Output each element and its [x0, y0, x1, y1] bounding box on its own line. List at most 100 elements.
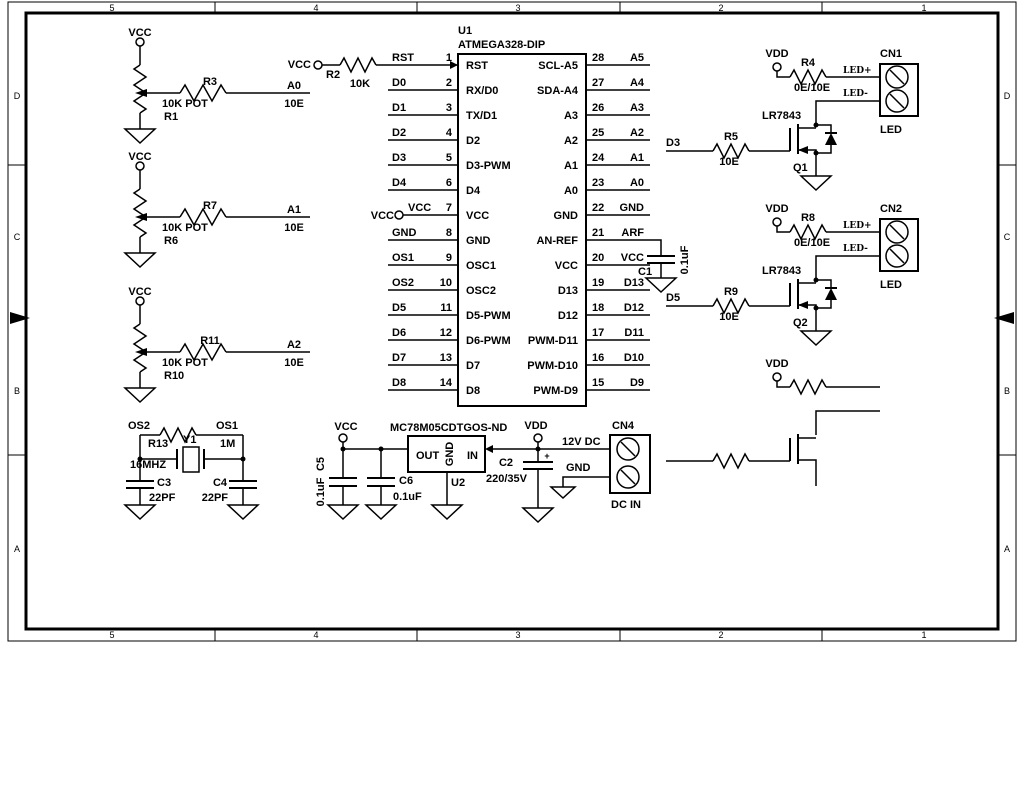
resistor-value: 1M: [220, 438, 235, 450]
screw-terminal-icon: [885, 65, 909, 89]
regulator-part: MC78M05CDTGOS-ND: [390, 422, 507, 434]
pin-number: 15: [592, 377, 604, 389]
capacitor-symbol: [329, 477, 395, 487]
pin-name: TX/D1: [466, 110, 497, 122]
pin-name: RST: [466, 60, 488, 72]
pin-number: 23: [592, 177, 604, 189]
pin-name: D5-PWM: [466, 310, 511, 322]
net-label: D5: [666, 292, 680, 304]
resistor-ref: R4: [801, 57, 816, 69]
vdd-terminal-icon: [772, 62, 782, 72]
grid-label: 4: [313, 3, 318, 13]
capacitor-symbol: [523, 461, 553, 470]
net-label: D9: [630, 377, 644, 389]
grid-label: 5: [109, 3, 114, 13]
capacitor-ref: C3: [157, 477, 171, 489]
ground-icon: [644, 277, 678, 294]
pin-number: 19: [592, 277, 604, 289]
vcc-terminal-icon: [135, 161, 145, 171]
net-label: A5: [630, 52, 644, 64]
screw-terminal-icon: [616, 437, 640, 461]
screw-slot: [620, 441, 636, 485]
pin-name: A0: [564, 185, 578, 197]
grid-label: A: [14, 544, 20, 554]
resistor-symbol: [159, 426, 197, 444]
pin-number: 1: [446, 52, 452, 64]
junction-dot: [813, 150, 819, 156]
capacitor-ref: C2: [499, 457, 513, 469]
connector-ref: CN1: [880, 48, 902, 60]
pin-number: 12: [440, 327, 452, 339]
wire: [139, 305, 310, 388]
regulator-out-pin: OUT: [416, 450, 440, 462]
net-label: D12: [624, 302, 644, 314]
frame-center-arrow-right: [994, 312, 1014, 324]
net-label: D1: [392, 102, 406, 114]
ground-icon: [123, 128, 157, 145]
grid-label: 4: [313, 630, 318, 640]
pin-name: VCC: [466, 210, 489, 222]
resistor-ref: R11: [200, 335, 220, 347]
grid-label: D: [1004, 91, 1011, 101]
frame-ticks: [8, 2, 1016, 641]
junction-dot: [137, 456, 143, 462]
mosfet-part: LR7843: [762, 110, 801, 122]
crystal-symbol: [182, 446, 200, 473]
resistor-ref: R8: [801, 212, 815, 224]
net-label: OS1: [392, 252, 414, 264]
drawing-frame: 5 4 3 2 1 5 4 3 2 1 D C B A D C B A: [7, 1, 1017, 642]
vdd-terminal-icon: [533, 433, 543, 443]
connector-body: [879, 218, 919, 272]
frame-inner-border: [24, 11, 1000, 631]
led-minus-label: LED-: [843, 89, 868, 99]
mosfet-arrow-icon: [798, 146, 808, 154]
grid-label: A: [1004, 544, 1010, 554]
vcc-terminal-icon: [135, 37, 145, 47]
oscillator-circuit: OS2 OS1 R13 1M Y1 16MHZ C3 22PF C4 22PF: [123, 420, 260, 521]
wire: [666, 381, 880, 486]
net-label: GND: [620, 202, 645, 214]
net-label: D7: [392, 352, 406, 364]
resistor-symbol: [712, 142, 750, 160]
net-label: OS2: [392, 277, 414, 289]
screw-terminal-icon: [885, 244, 909, 268]
wire: [139, 170, 310, 253]
net-label: A1: [630, 152, 644, 164]
capacitor-ref: C4: [213, 477, 228, 489]
led-plus-label: LED+: [843, 66, 872, 76]
capacitor-value: 0.1uF: [393, 491, 422, 503]
pin-number: 13: [440, 352, 452, 364]
gnd-net-label: GND: [566, 462, 591, 474]
junction-dot: [813, 305, 819, 311]
ground-icon: [799, 175, 833, 192]
net-label: A2: [287, 339, 301, 351]
net-label: A4: [630, 77, 645, 89]
pin-number: 5: [446, 152, 452, 164]
capacitor-value: 220/35V: [486, 473, 528, 485]
grid-label: 5: [109, 630, 114, 640]
net-label: 12V DC: [562, 436, 601, 448]
pin-number: 8: [446, 227, 452, 239]
capacitor-value: 0.1uF: [679, 245, 691, 274]
pin-number: 9: [446, 252, 452, 264]
pot-ref: R1: [164, 111, 178, 123]
body-diode-leads: [816, 279, 832, 309]
diode-symbol: [825, 288, 837, 300]
capacitor-symbol: [126, 480, 257, 489]
net-label: A0: [287, 80, 301, 92]
pin-name: OSC1: [466, 260, 496, 272]
led-driver-3: VDD R12 0E/10E LED+ LED- CN3 LED LR7843 …: [666, 358, 880, 486]
ground-icon: [326, 504, 464, 521]
resistor-symbol: [179, 342, 227, 362]
pin-number: 25: [592, 127, 604, 139]
grid-label: 1: [921, 630, 926, 640]
